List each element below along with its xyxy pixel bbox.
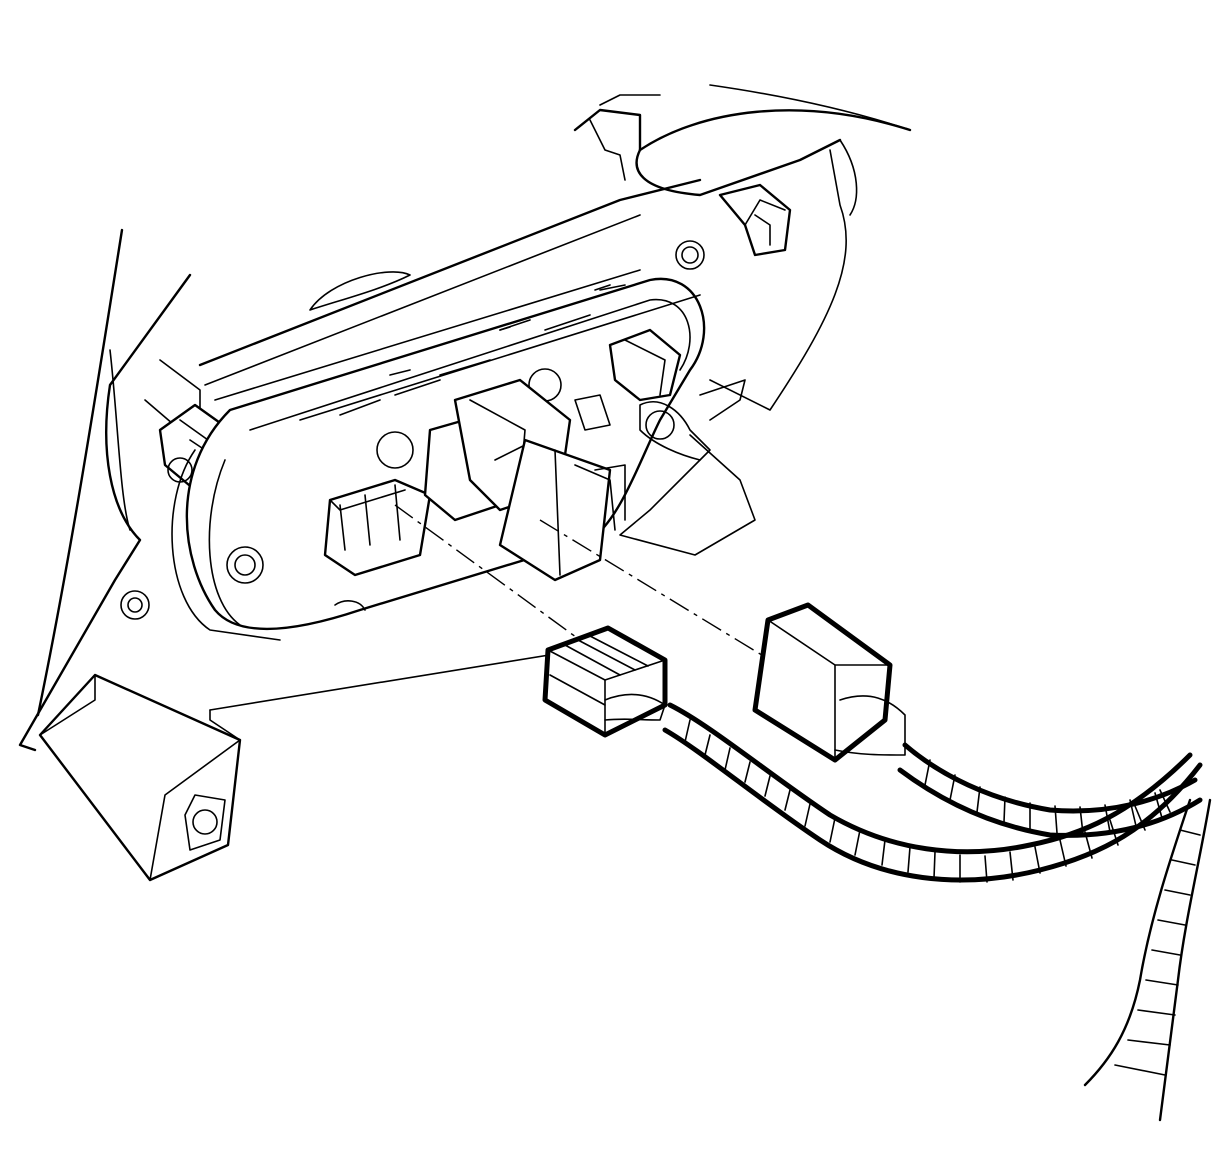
control-head-housing xyxy=(121,241,704,640)
harness-connector-left xyxy=(545,628,665,735)
wiring-harness-loom xyxy=(665,705,1210,1120)
alignment-guide-lines xyxy=(395,505,770,660)
control-head-connector-a xyxy=(325,480,430,575)
right-switch-knob xyxy=(575,330,755,555)
upper-right-retaining-clip xyxy=(720,185,790,255)
instrument-panel-trim-bezel xyxy=(20,85,910,750)
lower-left-trim-block xyxy=(40,675,240,880)
harness-connector-right xyxy=(755,605,905,760)
control-head-connector-b xyxy=(425,380,625,580)
